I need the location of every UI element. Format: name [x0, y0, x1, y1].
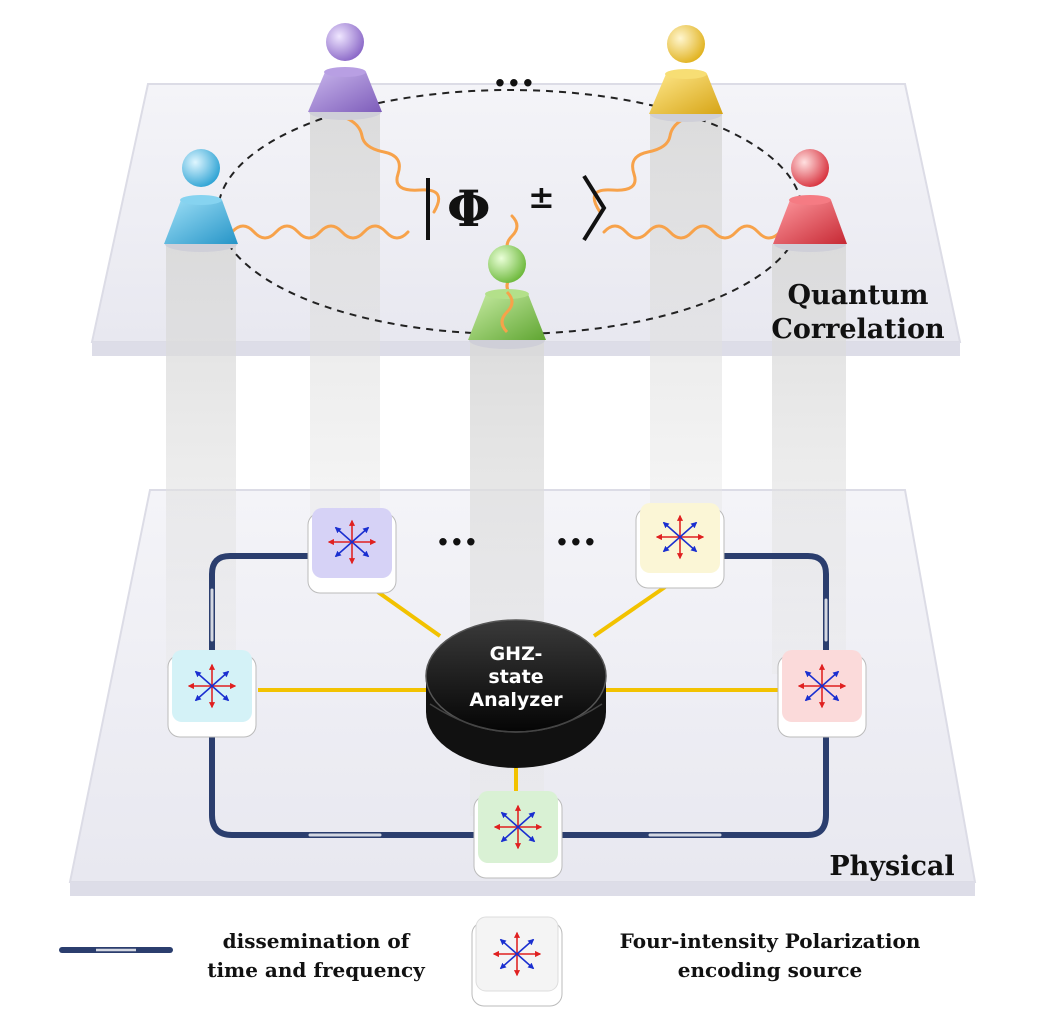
bottom-ellipsis-left: ...: [436, 508, 478, 555]
analyzer-label-2: state: [488, 666, 543, 688]
legend-source-label-2: encoding source: [678, 958, 862, 982]
analyzer-label-3: Analyzer: [469, 689, 563, 711]
legend-fiber-label-2: time and frequency: [207, 958, 426, 982]
user-red-icon: [773, 149, 847, 252]
state-superscript: ±: [528, 178, 555, 216]
quantum-layer-label-1: Quantum: [788, 280, 929, 311]
analyzer-label-1: GHZ-: [490, 643, 543, 665]
source-red-icon: [777, 650, 867, 738]
photon-link-green: [500, 290, 514, 334]
physical-layer-label: Physical: [829, 851, 954, 882]
legend-fiber-label-1: dissemination of: [223, 929, 411, 953]
source-blue-icon: [167, 650, 257, 738]
user-purple-icon: [308, 23, 382, 120]
source-yellow-icon: [635, 503, 725, 589]
top-ellipsis: ...: [493, 49, 535, 96]
legend-source-label-1: Four-intensity Polarization: [620, 929, 921, 953]
user-blue-icon: [164, 149, 238, 252]
legend-source-icon: [471, 916, 563, 1007]
source-green-icon: [473, 791, 563, 879]
user-green-icon: [468, 245, 546, 349]
ghz-analyzer-icon: [425, 619, 607, 768]
source-purple-icon: [307, 508, 397, 594]
quantum-layer-plate: [90, 83, 962, 356]
legend: dissemination of time and frequency Four…: [59, 916, 921, 1007]
bottom-ellipsis-right: ...: [555, 508, 597, 555]
fiber-ring: [209, 553, 829, 838]
user-yellow-icon: [649, 25, 723, 122]
entangled-state-ket: Φ ±: [426, 174, 607, 242]
state-symbol: Φ: [447, 179, 491, 238]
quantum-layer-label-2: Correlation: [771, 314, 945, 345]
